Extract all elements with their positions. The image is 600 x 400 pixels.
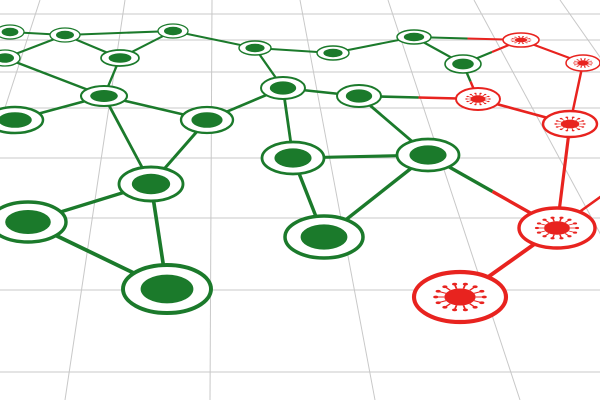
infected-node [455,87,501,111]
healthy-node [396,29,432,45]
healthy-node [260,76,306,100]
healthy-node [444,54,482,74]
dot-node-icon [5,210,51,234]
dot-node-icon [0,53,14,63]
healthy-node [157,23,189,39]
dot-node-icon [131,173,171,195]
dot-node-icon [345,89,373,103]
network-edge [64,29,174,37]
healthy-node [0,24,25,40]
virus-icon [573,58,593,68]
dot-node-icon [323,48,343,58]
dot-node-icon [0,112,32,128]
grid-line-vertical [299,0,376,400]
healthy-node [238,40,272,56]
dot-node-icon [452,58,474,70]
healthy-node [121,263,213,315]
dot-node-icon [191,112,223,128]
healthy-node [336,84,382,108]
dot-node-icon [269,81,297,95]
healthy-node [0,105,45,135]
grid-line-vertical [473,0,600,235]
infected-node [565,54,600,72]
healthy-node [100,49,140,67]
dot-node-icon [274,148,312,168]
dot-node-icon [300,224,348,250]
infected-node [411,269,509,325]
virus-icon [554,116,586,132]
virus-icon [465,92,491,106]
healthy-node [395,137,461,173]
healthy-node [49,27,81,43]
healthy-node [0,49,21,67]
node-layer [0,23,600,325]
infected-node [502,32,540,48]
healthy-node [179,105,235,135]
dot-node-icon [56,30,74,40]
healthy-node [316,45,350,61]
infected-node [541,109,599,139]
dot-node-icon [164,26,182,36]
virus-icon [534,216,580,240]
dot-node-icon [1,27,19,37]
grid-line-vertical [0,0,41,125]
dot-node-icon [245,43,265,53]
dot-node-icon [140,274,194,304]
grid-line-vertical [387,0,521,400]
healthy-node [79,84,129,108]
healthy-node [260,140,326,176]
virus-icon [510,36,532,44]
healthy-node [117,165,185,203]
healthy-node [283,214,365,260]
infected-node [517,206,597,250]
dot-node-icon [403,32,425,42]
dot-node-icon [90,90,118,102]
healthy-node [0,200,68,244]
virus-icon [433,282,487,312]
dot-node-icon [409,145,447,165]
grid-line-vertical [209,0,213,400]
dot-node-icon [108,53,132,63]
